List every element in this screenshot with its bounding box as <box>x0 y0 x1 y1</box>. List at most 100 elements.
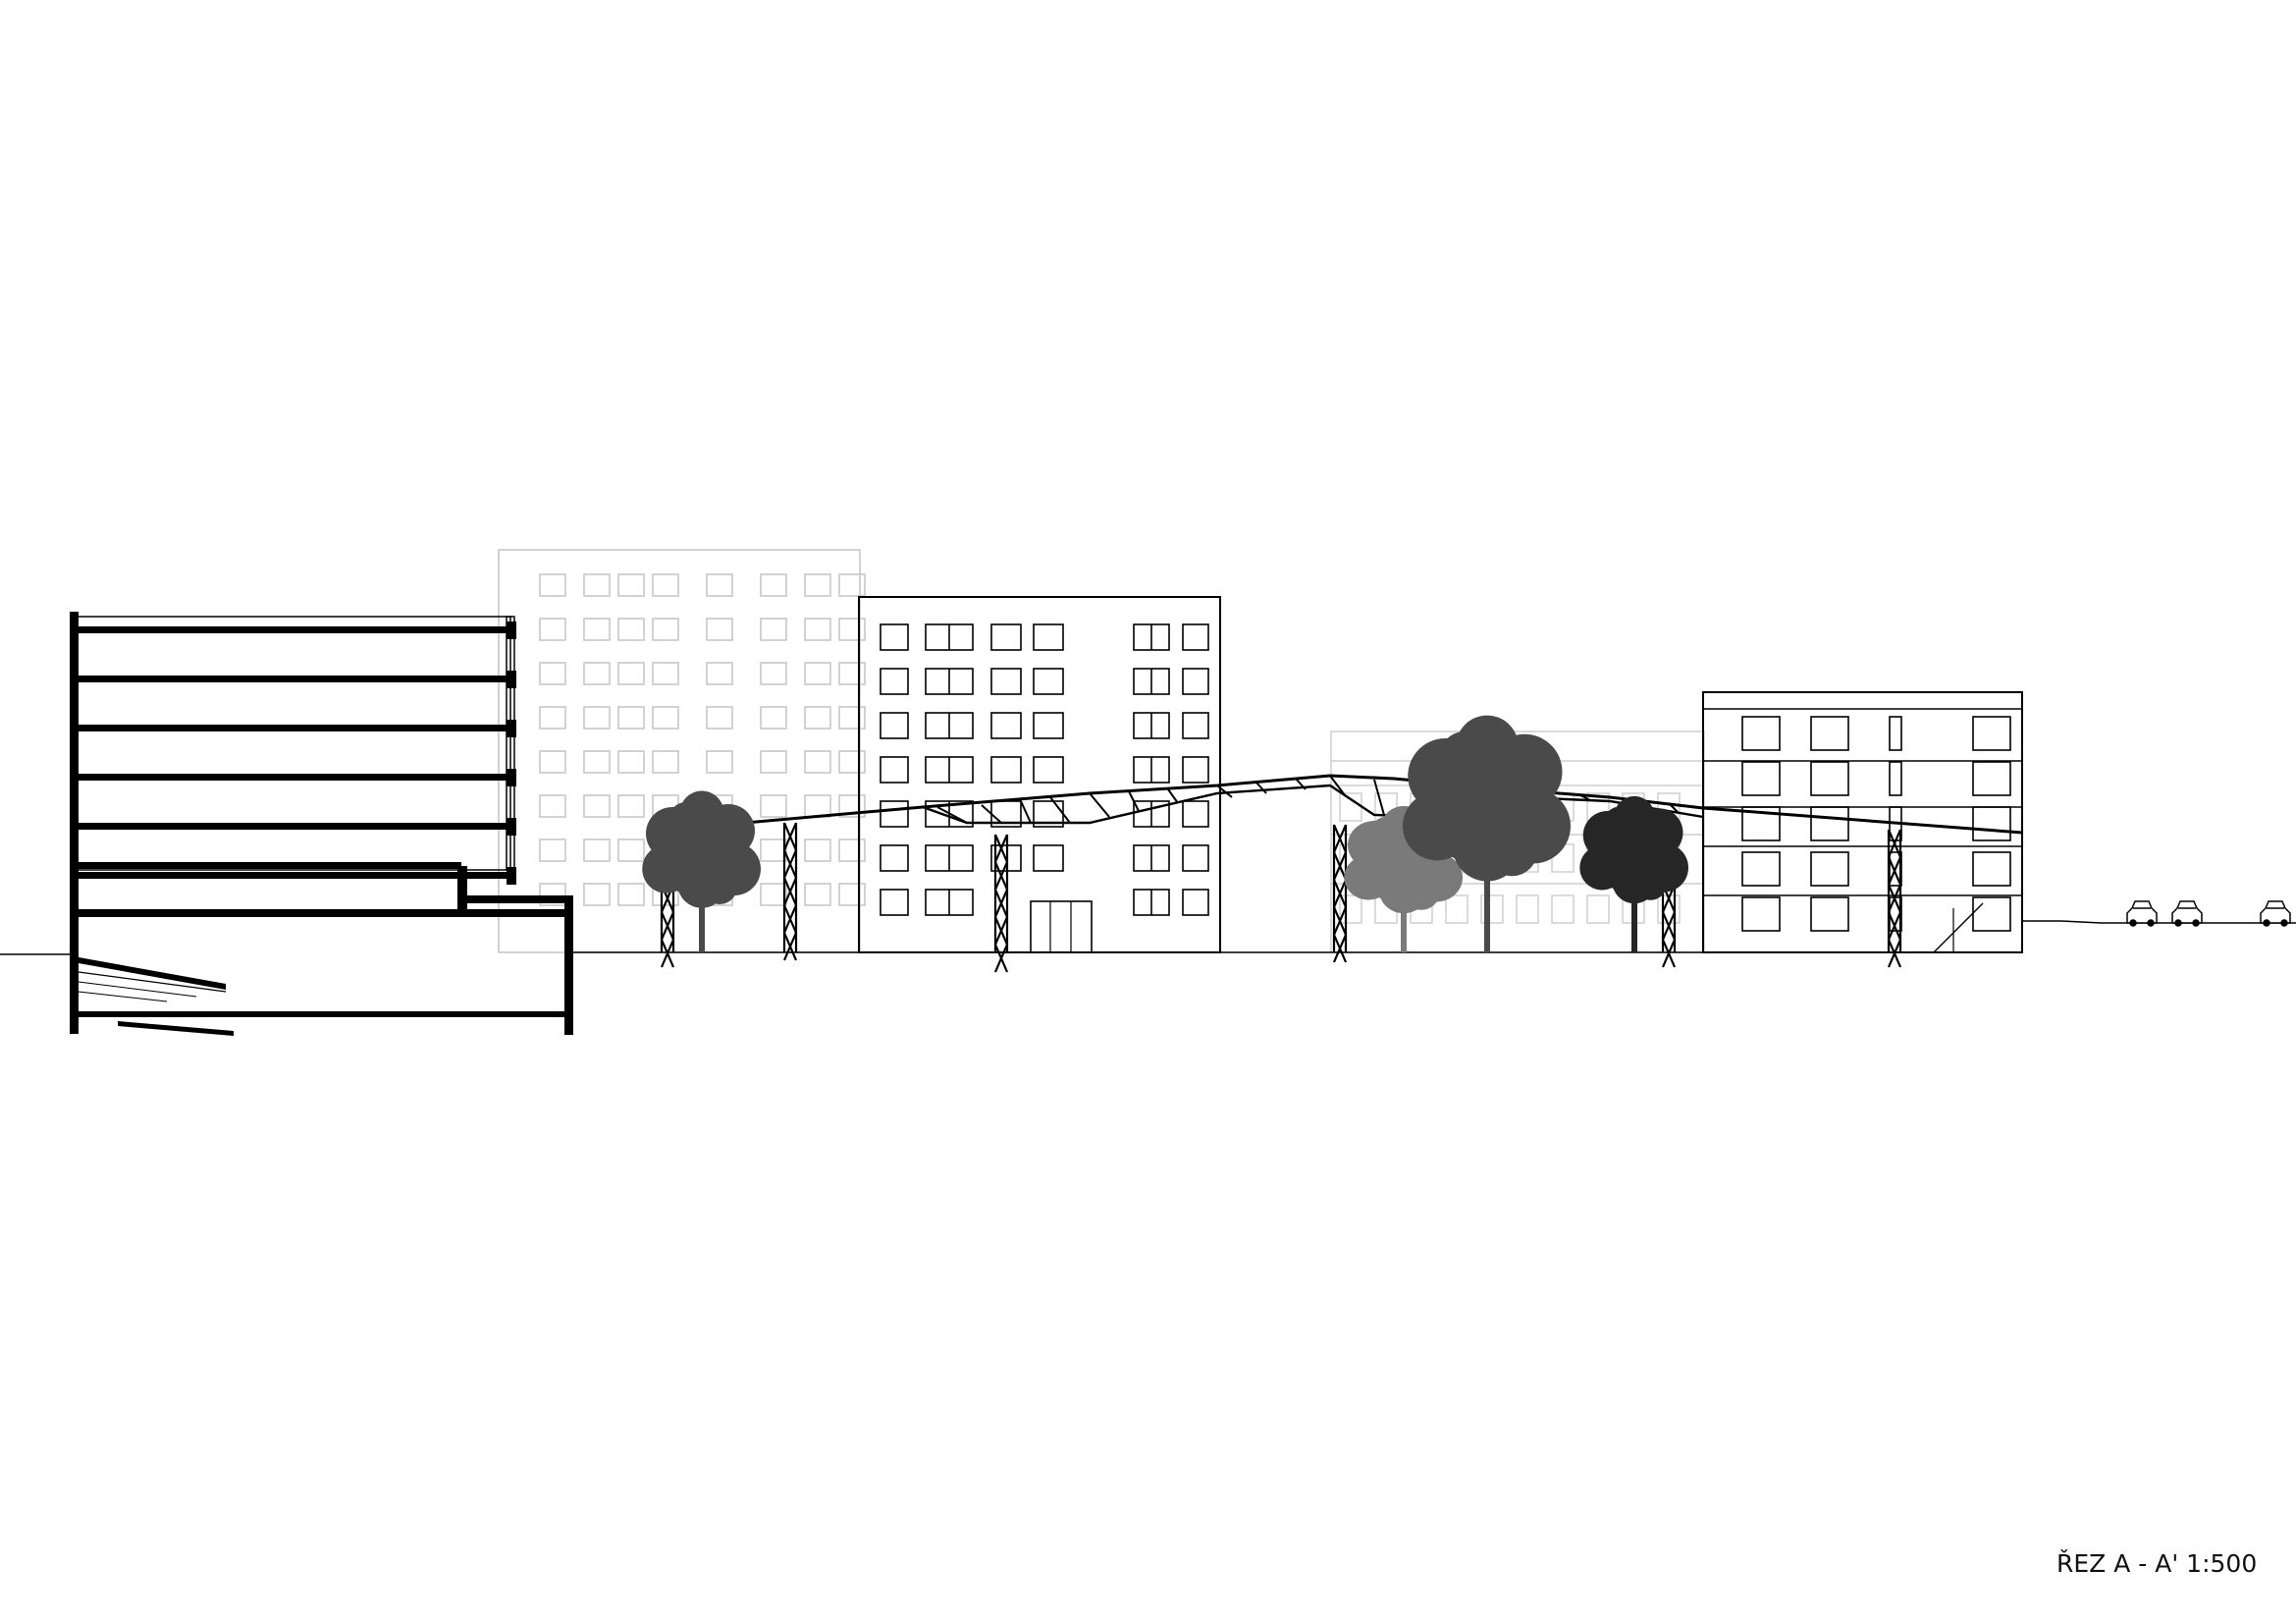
window <box>804 706 831 730</box>
window <box>617 706 645 730</box>
window <box>838 883 866 906</box>
window <box>838 794 866 818</box>
window <box>706 618 733 641</box>
window <box>880 623 909 651</box>
window <box>1741 851 1781 887</box>
window <box>1810 761 1849 796</box>
window <box>1586 894 1610 924</box>
window <box>539 573 566 597</box>
floor-slab <box>79 823 510 830</box>
window <box>1182 889 1209 916</box>
window <box>880 889 909 916</box>
window <box>804 883 831 906</box>
window <box>1551 894 1575 924</box>
window <box>1972 761 2011 796</box>
window <box>838 662 866 685</box>
truss-member <box>1089 792 1110 818</box>
window <box>1033 623 1064 651</box>
tree <box>1402 715 1571 952</box>
roof-truss-structure <box>660 774 2023 973</box>
window <box>804 573 831 597</box>
window <box>1033 844 1064 872</box>
window <box>804 618 831 641</box>
window <box>617 573 645 597</box>
window <box>1033 756 1064 784</box>
window <box>539 883 566 906</box>
window <box>990 668 1022 695</box>
window <box>838 750 866 774</box>
middle-building-elevation <box>858 596 1221 953</box>
window <box>1889 716 1902 751</box>
window <box>880 712 909 739</box>
car <box>2260 900 2291 927</box>
window <box>652 706 679 730</box>
tree <box>1579 795 1688 952</box>
truss-member <box>1255 782 1267 794</box>
window <box>880 844 909 872</box>
window <box>1972 806 2011 841</box>
window <box>652 618 679 641</box>
window <box>539 618 566 641</box>
truss-member <box>1579 794 1591 801</box>
window <box>539 839 566 862</box>
window <box>1182 623 1209 651</box>
drawing-title: ŘEZ A - A' 1:500 <box>2056 1549 2258 1578</box>
floor-slab <box>79 725 510 731</box>
window <box>760 662 787 685</box>
window <box>539 750 566 774</box>
window <box>1741 761 1781 796</box>
truss-column <box>1887 829 1902 968</box>
window <box>706 573 733 597</box>
truss-member <box>1295 778 1307 790</box>
window <box>1810 806 1849 841</box>
window <box>990 623 1022 651</box>
window <box>583 573 611 597</box>
window <box>760 750 787 774</box>
window <box>804 794 831 818</box>
window <box>760 618 787 641</box>
trees <box>642 715 1688 952</box>
window <box>539 662 566 685</box>
window <box>1741 716 1781 751</box>
window <box>1339 894 1362 924</box>
window <box>1741 896 1781 932</box>
truss-member <box>1668 802 1680 814</box>
window <box>539 794 566 818</box>
floor-slab <box>79 676 510 682</box>
window <box>539 706 566 730</box>
window <box>652 662 679 685</box>
truss-member <box>1128 790 1140 812</box>
window <box>1182 756 1209 784</box>
window <box>880 668 909 695</box>
window <box>1033 668 1064 695</box>
window <box>760 794 787 818</box>
window <box>617 794 645 818</box>
truss-column <box>1332 824 1348 963</box>
window <box>652 573 679 597</box>
window <box>617 750 645 774</box>
floor-slab <box>79 626 510 633</box>
floor-slab <box>79 872 510 879</box>
truss-member <box>1167 788 1179 804</box>
window <box>838 618 866 641</box>
left-building-section <box>70 612 573 1036</box>
tree <box>642 790 761 952</box>
right-building-elevation <box>1702 691 2023 953</box>
truss-member <box>1216 784 1233 798</box>
window <box>1516 894 1539 924</box>
truss-member <box>1049 796 1071 824</box>
window <box>838 573 866 597</box>
truss-column <box>782 822 798 961</box>
window <box>838 706 866 730</box>
window <box>760 706 787 730</box>
window <box>583 618 611 641</box>
window <box>880 756 909 784</box>
window <box>838 839 866 862</box>
window <box>617 618 645 641</box>
window <box>804 750 831 774</box>
window <box>583 794 611 818</box>
car <box>2126 900 2158 927</box>
window <box>1972 716 2011 751</box>
window <box>1810 896 1849 932</box>
